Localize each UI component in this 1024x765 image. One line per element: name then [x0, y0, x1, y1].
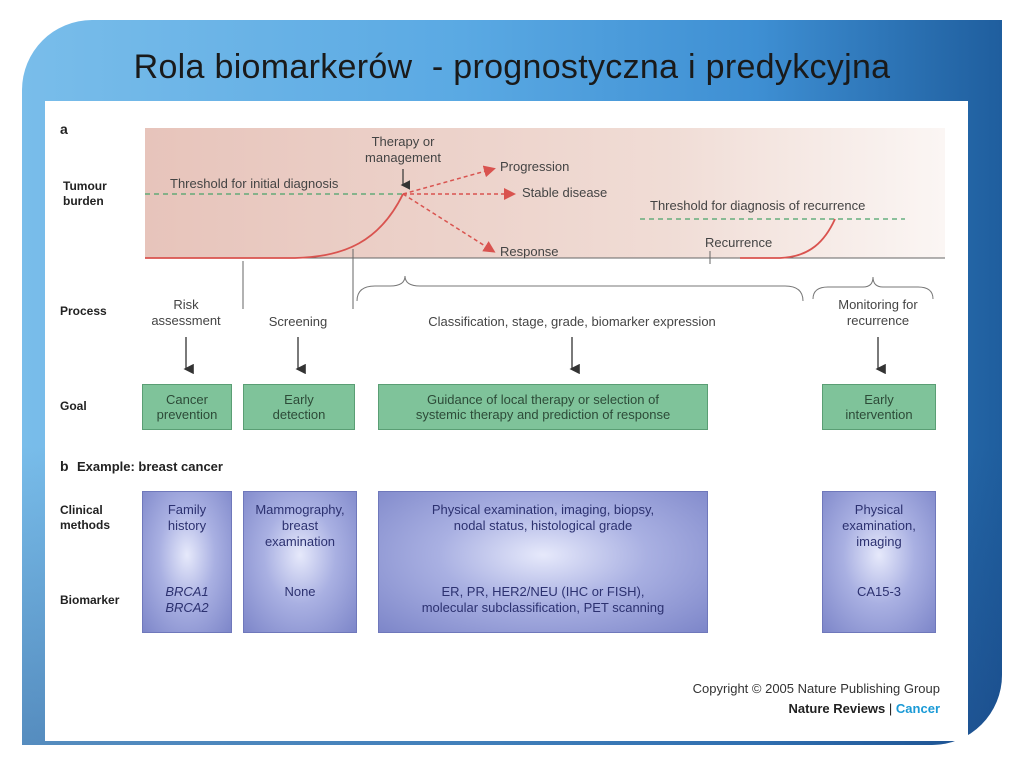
figure-panel: a Tumour burden Threshold for initial di…: [45, 101, 968, 741]
biomarker-text: ER, PR, HER2/NEU (IHC or FISH), molecula…: [421, 584, 665, 615]
therapy-label: Therapy or management: [365, 134, 441, 165]
biomarker-text: CA15-3: [856, 584, 902, 599]
journal-credit: Nature Reviews | Cancer: [788, 701, 940, 716]
brace-classification: [356, 275, 804, 302]
progression-arrow: [402, 165, 496, 195]
method-box-monitoring: Physical examination, imaging CA15-3: [822, 491, 936, 633]
method-text: Physical examination, imaging, biopsy, n…: [431, 502, 655, 533]
process-label: Process: [60, 304, 107, 318]
goal-label: Goal: [60, 399, 87, 413]
response-arrow: [402, 193, 496, 253]
method-box-physical-exam: Physical examination, imaging, biopsy, n…: [378, 491, 708, 633]
clinical-methods-label: Clinical methods: [60, 503, 111, 532]
method-text: Physical examination, imaging: [842, 502, 916, 549]
diagram-lines: [145, 165, 945, 375]
threshold-recurrence-text: Threshold for diagnosis of recurrence: [650, 198, 866, 213]
process-classification: Classification, stage, grade, biomarker …: [428, 314, 716, 329]
stable-disease-text: Stable disease: [522, 185, 608, 200]
tumour-growth-curve: [145, 193, 404, 259]
biomarker-text: None: [284, 584, 316, 599]
panel-b-heading: Example: breast cancer: [77, 459, 223, 474]
method-box-mammography: Mammography, breast examination None: [243, 491, 357, 633]
copyright-text: Copyright © 2005 Nature Publishing Group: [692, 681, 940, 696]
biomarker-text: BRCA1 BRCA2: [165, 584, 209, 615]
recurrence-curve: [740, 218, 836, 259]
process-monitoring: Monitoring for recurrence: [838, 297, 918, 328]
method-box-family-history: Family history BRCA1 BRCA2: [142, 491, 232, 633]
response-text: Response: [500, 244, 559, 259]
recurrence-text: Recurrence: [705, 235, 773, 250]
threshold-initial-text: Threshold for initial diagnosis: [170, 176, 339, 191]
progression-text: Progression: [500, 159, 570, 174]
panel-b-letter: b: [60, 458, 69, 474]
tumour-burden-label: Tumour burden: [63, 179, 107, 208]
biomarker-label: Biomarker: [60, 593, 120, 607]
method-text: Family history: [167, 502, 207, 533]
slide-title: Rola biomarkerów - prognostyczna i predy…: [133, 48, 891, 86]
process-risk-assessment: Risk assessment: [151, 297, 221, 328]
tumour-burden-area: [145, 128, 945, 258]
method-text: Mammography, breast examination: [255, 502, 345, 549]
brace-monitoring: [812, 276, 934, 300]
process-screening: Screening: [268, 314, 328, 329]
goal-therapy-guidance: Guidance of local therapy or selection o…: [378, 384, 708, 430]
panel-a-letter: a: [60, 121, 68, 137]
